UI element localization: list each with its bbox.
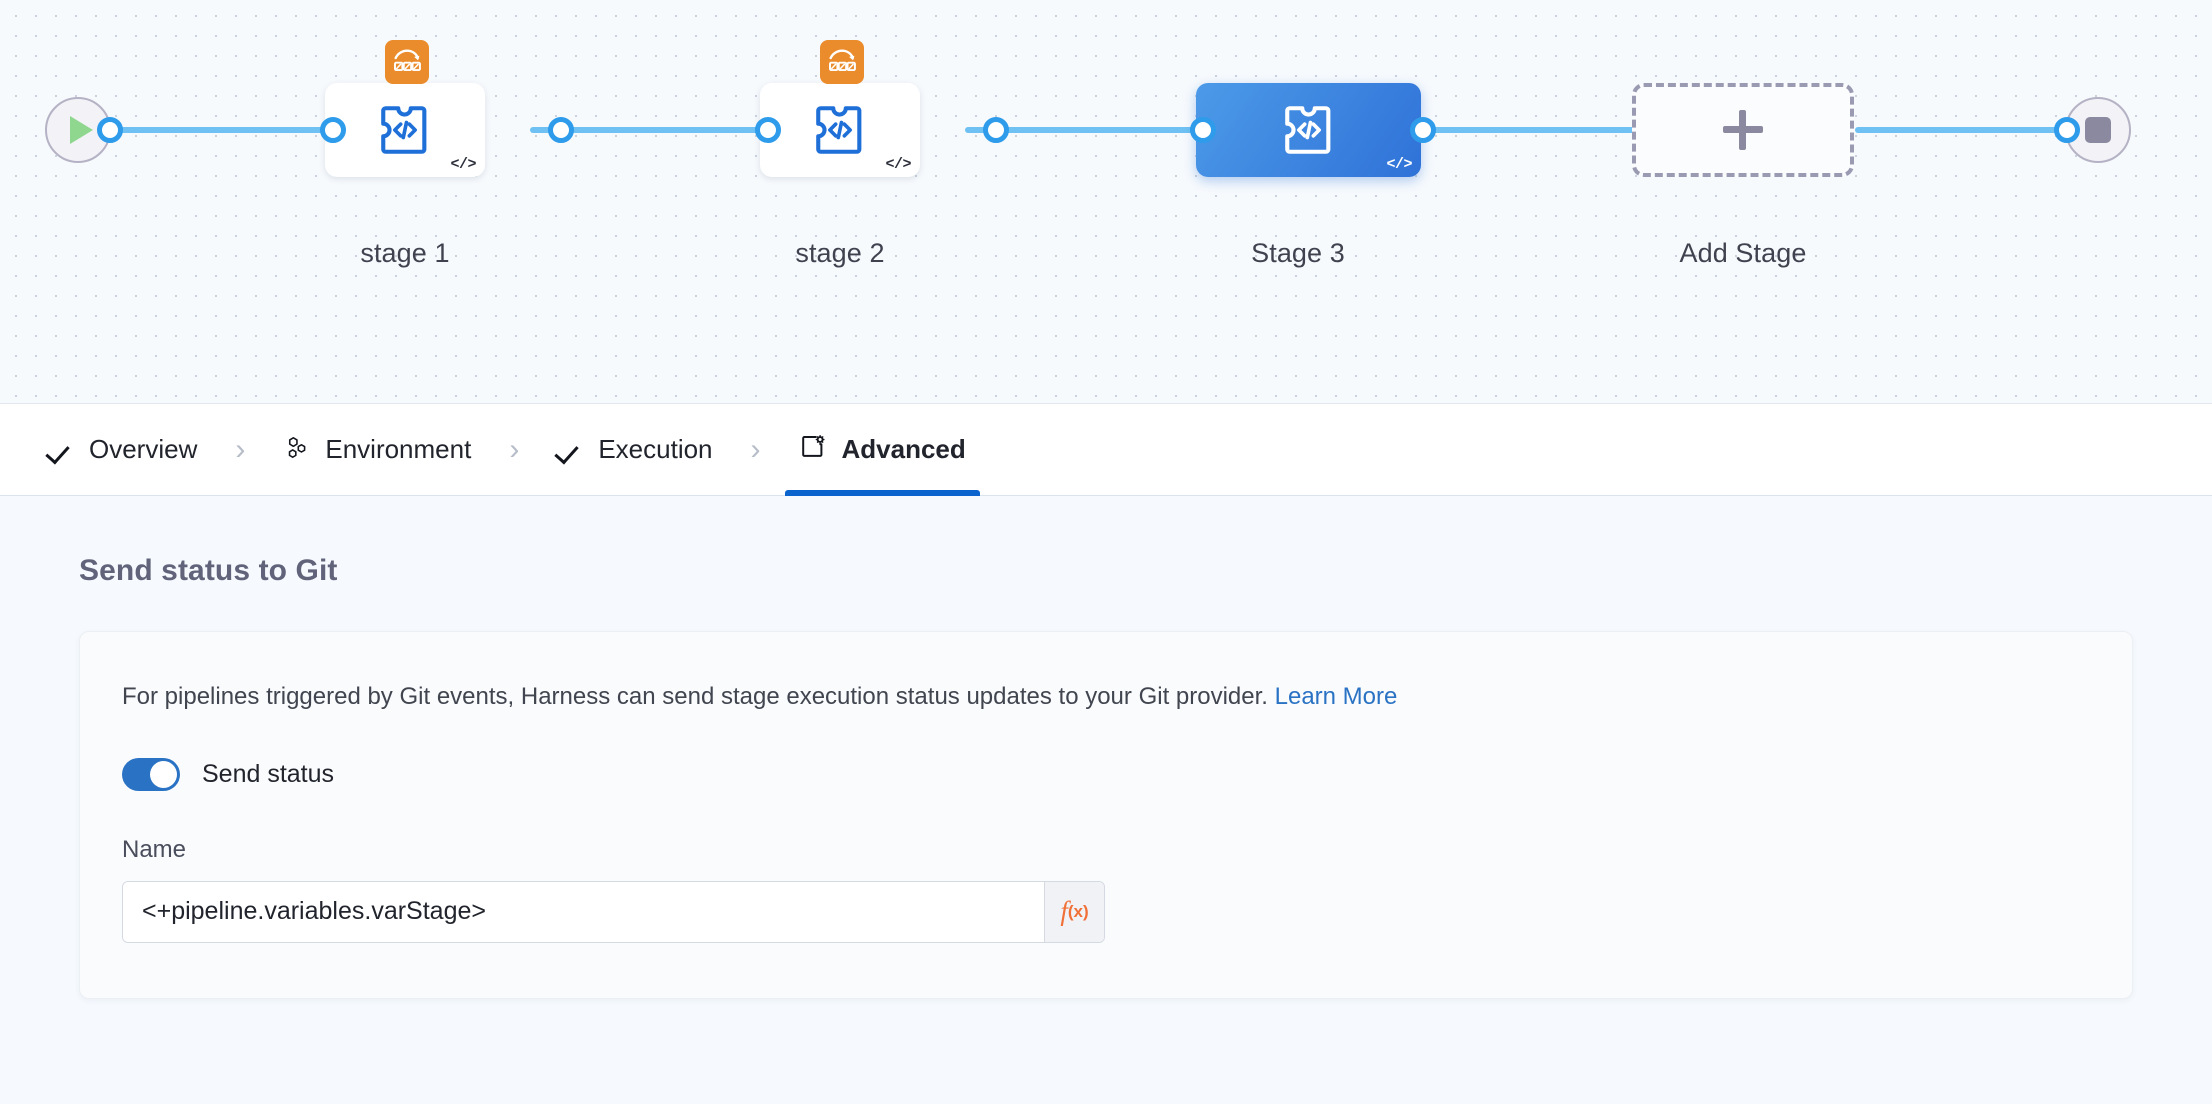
matrix-strategy-glyph bbox=[394, 49, 421, 72]
custom-stage-icon bbox=[1284, 106, 1330, 154]
toggle-knob bbox=[150, 760, 177, 788]
plus-icon bbox=[1723, 110, 1763, 150]
stage3-input-dot[interactable] bbox=[1190, 117, 1216, 143]
tab-separator-1: › bbox=[235, 432, 246, 466]
stage-node-stage-1[interactable]: </> bbox=[325, 83, 485, 177]
stage2-input-dot[interactable] bbox=[755, 117, 781, 143]
stage-label-stage-2: stage 2 bbox=[795, 238, 885, 268]
tab-advanced-label: Advanced bbox=[841, 434, 966, 464]
settings-page-icon bbox=[799, 433, 827, 466]
fx-subscript: (x) bbox=[1067, 901, 1089, 921]
send-status-to-git-card: For pipelines triggered by Git events, H… bbox=[79, 631, 2133, 999]
tab-environment-label: Environment bbox=[325, 434, 472, 464]
end-connector-dot[interactable] bbox=[2054, 117, 2080, 143]
learn-more-link[interactable]: Learn More bbox=[1274, 683, 1398, 710]
stage-node-stage-2[interactable]: </> bbox=[760, 83, 920, 177]
connector-rail-stage2-to-stage3 bbox=[965, 127, 1205, 133]
stage-config-tabbar: Overview › Environment › Execution › Adv… bbox=[0, 404, 2212, 496]
stage1-output-dot[interactable] bbox=[548, 117, 574, 143]
fx-expression-toggle[interactable]: f(x) bbox=[1044, 881, 1104, 942]
advanced-tab-panel: Send status to Git For pipelines trigger… bbox=[0, 496, 2212, 1104]
fx-glyph: f bbox=[1060, 896, 1068, 927]
send-status-toggle-row: Send status bbox=[122, 757, 2132, 791]
check-icon bbox=[48, 437, 74, 463]
connector-rail-start-to-stage1 bbox=[108, 127, 343, 133]
send-status-toggle-label: Send status bbox=[202, 759, 335, 788]
stage-label-stage-1: stage 1 bbox=[360, 238, 450, 268]
custom-stage-icon bbox=[816, 106, 862, 154]
pipeline-stage-row: </> stage 1 </> bbox=[0, 0, 2212, 403]
stage-code-marker: </> bbox=[450, 156, 476, 173]
name-field-label: Name bbox=[122, 835, 187, 863]
name-field-group: Name f(x) bbox=[122, 836, 2132, 943]
card-description: For pipelines triggered by Git events, H… bbox=[122, 680, 2132, 715]
tab-separator-2: › bbox=[509, 432, 520, 466]
tab-advanced[interactable]: Advanced bbox=[784, 404, 981, 496]
stage-code-marker: </> bbox=[885, 156, 911, 173]
stage3-output-dot[interactable] bbox=[1410, 117, 1436, 143]
connector-rail-addstage-to-end bbox=[1855, 127, 2065, 133]
stage1-input-dot[interactable] bbox=[320, 117, 346, 143]
stop-icon bbox=[2085, 117, 2111, 143]
send-status-toggle[interactable] bbox=[122, 757, 180, 791]
connector-rail-stage3-to-addstage bbox=[1400, 127, 1675, 133]
start-connector-dot[interactable] bbox=[97, 117, 123, 143]
stage-label-stage-3: Stage 3 bbox=[1251, 238, 1345, 268]
add-stage-node[interactable] bbox=[1632, 83, 1854, 177]
matrix-strategy-glyph bbox=[829, 49, 856, 72]
pipeline-canvas[interactable]: </> stage 1 </> bbox=[0, 0, 2212, 404]
stage-node-stage-3[interactable]: </> bbox=[1196, 83, 1421, 177]
play-icon bbox=[69, 116, 93, 144]
tab-separator-3: › bbox=[750, 432, 761, 466]
check-icon bbox=[557, 437, 583, 463]
card-description-text: For pipelines triggered by Git events, H… bbox=[122, 683, 1268, 710]
hexagons-icon bbox=[283, 434, 310, 466]
name-input[interactable] bbox=[123, 881, 1044, 942]
tab-environment[interactable]: Environment bbox=[269, 404, 485, 496]
stage2-output-dot[interactable] bbox=[983, 117, 1009, 143]
custom-stage-icon bbox=[381, 106, 427, 154]
tab-execution[interactable]: Execution bbox=[543, 404, 726, 496]
matrix-strategy-icon[interactable] bbox=[820, 40, 864, 84]
stage-code-marker: </> bbox=[1386, 156, 1412, 173]
page-title: Send status to Git bbox=[79, 554, 338, 587]
connector-rail-stage1-to-stage2 bbox=[530, 127, 770, 133]
name-input-wrapper: f(x) bbox=[122, 880, 1105, 943]
tab-overview-label: Overview bbox=[89, 434, 198, 464]
matrix-strategy-icon[interactable] bbox=[385, 40, 429, 84]
add-stage-label: Add Stage bbox=[1679, 238, 1807, 268]
tab-execution-label: Execution bbox=[598, 434, 713, 464]
tab-overview[interactable]: Overview bbox=[34, 404, 211, 496]
